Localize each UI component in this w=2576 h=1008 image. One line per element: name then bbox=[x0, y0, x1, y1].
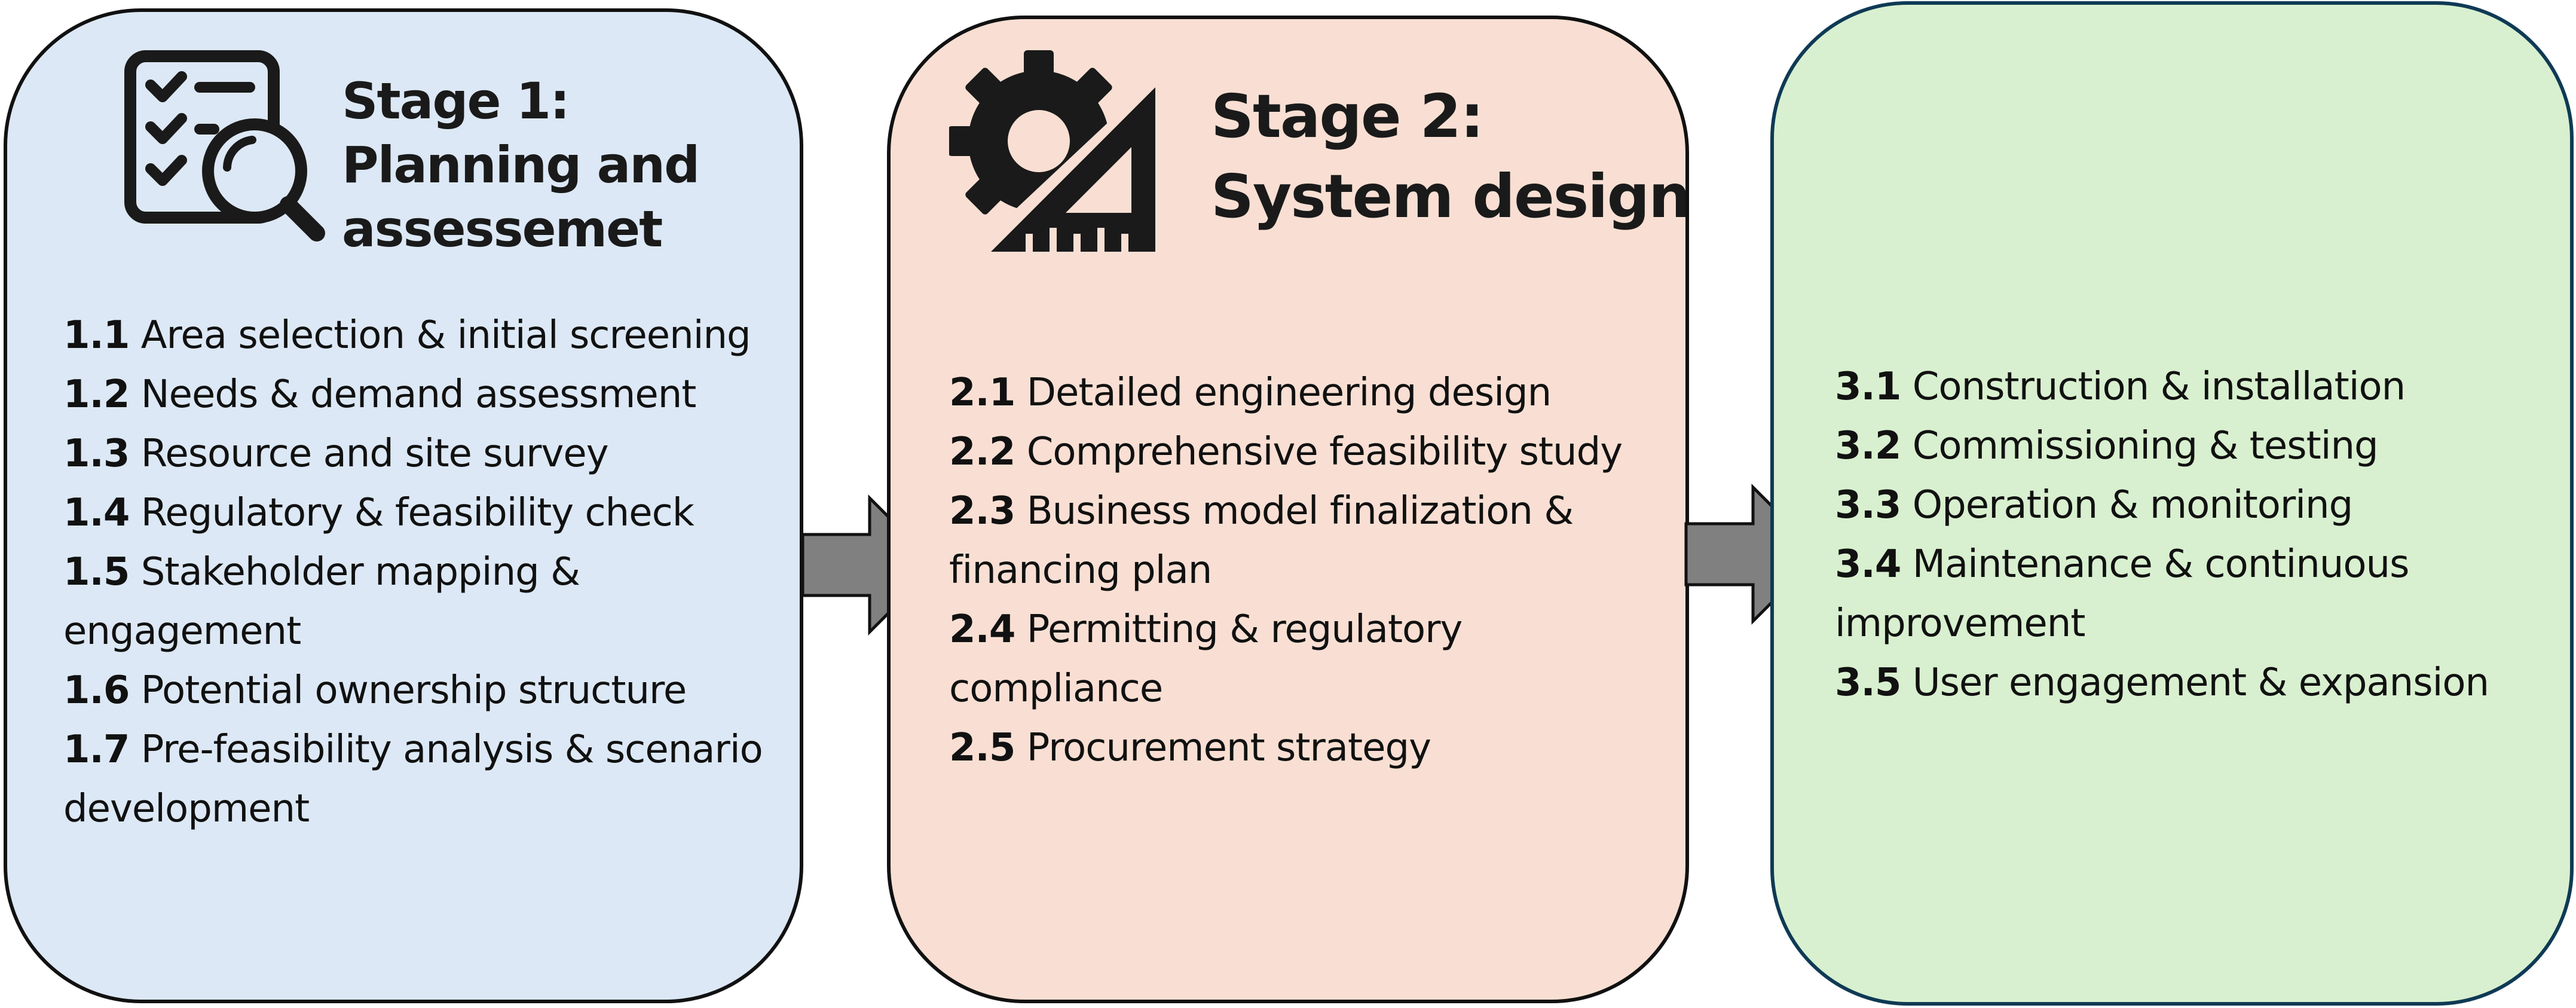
task-text: Resource and site survey bbox=[140, 432, 609, 476]
task-number: 1.3 bbox=[63, 432, 130, 476]
task-item: 3.2 Commissioning & testing bbox=[1835, 417, 2570, 476]
task-text: Comprehensive feasibility study bbox=[1026, 430, 1623, 474]
stage-3-task-list: 3.1 Construction & installation 3.2 Comm… bbox=[1835, 358, 2570, 713]
stage-2-task-list: 2.1 Detailed engineering design 2.2 Comp… bbox=[949, 364, 1678, 778]
stage-1-title-line: Planning and bbox=[342, 136, 700, 194]
task-number: 2.1 bbox=[949, 371, 1015, 415]
task-text: Detailed engineering design bbox=[1026, 371, 1552, 415]
task-number: 2.2 bbox=[949, 430, 1015, 474]
task-number: 1.7 bbox=[63, 728, 130, 772]
task-text: Needs & demand assessment bbox=[140, 372, 697, 417]
task-text: Maintenance & continuous improvement bbox=[1835, 542, 2409, 646]
task-number: 2.4 bbox=[949, 607, 1015, 652]
task-text: Pre-feasibility analysis & scenario deve… bbox=[63, 728, 763, 831]
task-number: 3.2 bbox=[1835, 424, 1901, 468]
task-text: Permitting & regulatory compliance bbox=[949, 607, 1463, 711]
stage-1-task-list: 1.1 Area selection & initial screening 1… bbox=[63, 306, 799, 839]
task-item: 3.1 Construction & installation bbox=[1835, 358, 2570, 417]
task-item: 3.4 Maintenance & continuous improvement bbox=[1835, 535, 2570, 653]
task-number: 3.5 bbox=[1835, 661, 1901, 705]
stage-2-title: Stage 2: System design bbox=[1211, 77, 1689, 237]
checklist-magnifier-icon bbox=[124, 50, 325, 242]
stage-1-box: Stage 1: Planning and assessemet 1.1 Are… bbox=[4, 8, 803, 1003]
task-item: 1.5 Stakeholder mapping & engagement bbox=[63, 543, 799, 661]
task-text: Operation & monitoring bbox=[1912, 483, 2353, 527]
task-text: Regulatory & feasibility check bbox=[140, 491, 695, 535]
task-item: 1.3 Resource and site survey bbox=[63, 424, 799, 484]
task-text: Potential ownership structure bbox=[140, 668, 687, 713]
task-number: 3.3 bbox=[1835, 483, 1901, 527]
stage-1-title-line: Stage 1: bbox=[342, 72, 570, 130]
stage-2-box: Stage 2: System design 2.1 Detailed engi… bbox=[887, 16, 1689, 1003]
task-item: 1.2 Needs & demand assessment bbox=[63, 365, 799, 424]
task-text: Area selection & initial screening bbox=[140, 313, 751, 358]
task-number: 1.6 bbox=[63, 668, 130, 713]
task-number: 1.5 bbox=[63, 550, 130, 594]
task-number: 3.1 bbox=[1835, 365, 1901, 409]
task-item: 2.2 Comprehensive feasibility study bbox=[949, 423, 1678, 482]
stage-2-title-line: System design bbox=[1211, 161, 1689, 231]
task-item: 2.1 Detailed engineering design bbox=[949, 364, 1678, 423]
task-item: 1.4 Regulatory & feasibility check bbox=[63, 484, 799, 543]
gear-set-square-icon bbox=[949, 50, 1158, 255]
task-item: 3.3 Operation & monitoring bbox=[1835, 476, 2570, 535]
task-number: 1.4 bbox=[63, 491, 130, 535]
task-text: Business model finalization & financing … bbox=[949, 489, 1574, 592]
task-number: 2.3 bbox=[949, 489, 1015, 533]
task-number: 2.5 bbox=[949, 726, 1015, 770]
task-item: 2.5 Procurement strategy bbox=[949, 719, 1678, 778]
task-text: User engagement & expansion bbox=[1912, 661, 2489, 705]
task-number: 1.2 bbox=[63, 372, 130, 417]
stage-3-box: 3.1 Construction & installation 3.2 Comm… bbox=[1770, 1, 2574, 1006]
task-item: 1.6 Potential ownership structure bbox=[63, 661, 799, 720]
task-item: 1.1 Area selection & initial screening bbox=[63, 306, 799, 365]
stage-1-title: Stage 1: Planning and assessemet bbox=[342, 69, 784, 261]
task-number: 1.1 bbox=[63, 313, 130, 358]
task-item: 2.3 Business model finalization & financ… bbox=[949, 482, 1678, 600]
task-text: Procurement strategy bbox=[1026, 726, 1431, 770]
stage-2-title-line: Stage 2: bbox=[1211, 81, 1484, 151]
task-item: 2.4 Permitting & regulatory compliance bbox=[949, 600, 1678, 719]
stage-1-title-line: assessemet bbox=[342, 200, 663, 258]
task-number: 3.4 bbox=[1835, 542, 1901, 587]
task-text: Commissioning & testing bbox=[1912, 424, 2379, 468]
task-item: 1.7 Pre-feasibility analysis & scenario … bbox=[63, 720, 799, 839]
task-text: Construction & installation bbox=[1912, 365, 2406, 409]
task-item: 3.5 User engagement & expansion bbox=[1835, 653, 2570, 713]
task-text: Stakeholder mapping & engagement bbox=[63, 550, 580, 653]
